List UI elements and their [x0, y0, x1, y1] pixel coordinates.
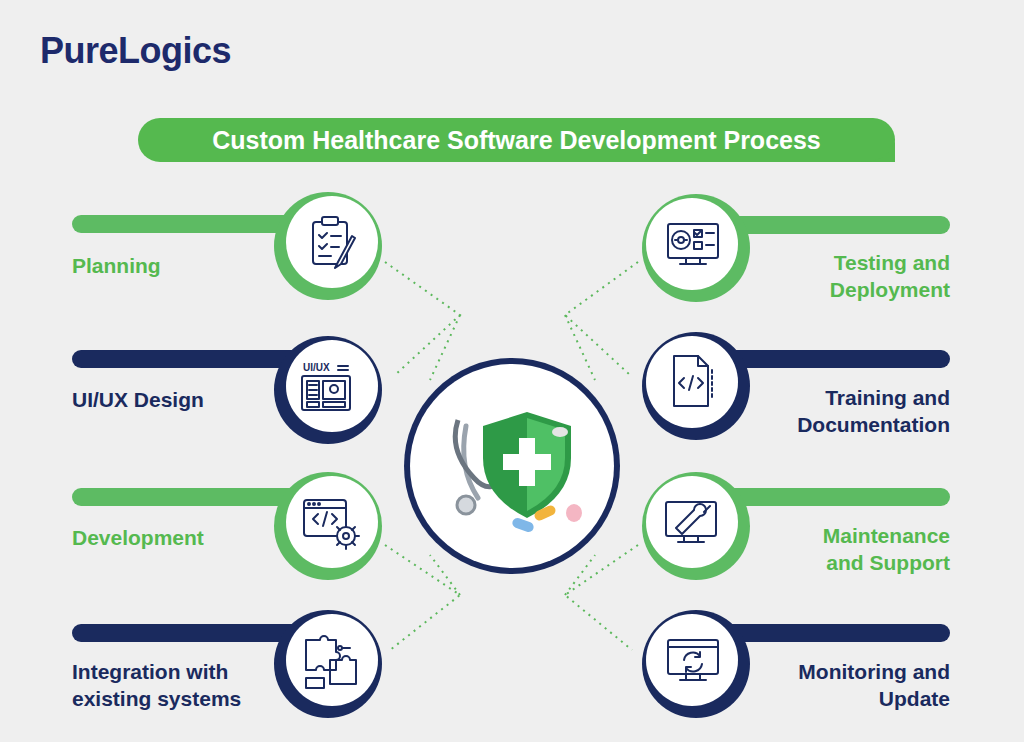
- title-banner: Custom Healthcare Software Development P…: [138, 118, 895, 162]
- step-label: Training and Documentation: [780, 384, 950, 438]
- step-label: Integration with existing systems: [72, 658, 272, 712]
- icon-label: UI/UX: [303, 362, 330, 373]
- process-step: Integration with existing systems: [72, 658, 272, 712]
- process-step: UI/UX Design: [72, 386, 272, 413]
- process-step: Monitoring and Update: [790, 658, 950, 712]
- process-step: Testing and Deployment: [780, 249, 950, 303]
- process-step: Maintenance and Support: [780, 522, 950, 576]
- step-label: UI/UX Design: [72, 386, 272, 413]
- step-label: Maintenance and Support: [780, 522, 950, 576]
- process-step: Planning: [72, 252, 272, 279]
- step-label: Monitoring and Update: [790, 658, 950, 712]
- process-step: Development: [72, 524, 272, 551]
- step-label: Testing and Deployment: [780, 249, 950, 303]
- step-label: Planning: [72, 252, 272, 279]
- logo-text: PureLogics: [40, 30, 231, 72]
- process-step: Training and Documentation: [780, 384, 950, 438]
- step-label: Development: [72, 524, 272, 551]
